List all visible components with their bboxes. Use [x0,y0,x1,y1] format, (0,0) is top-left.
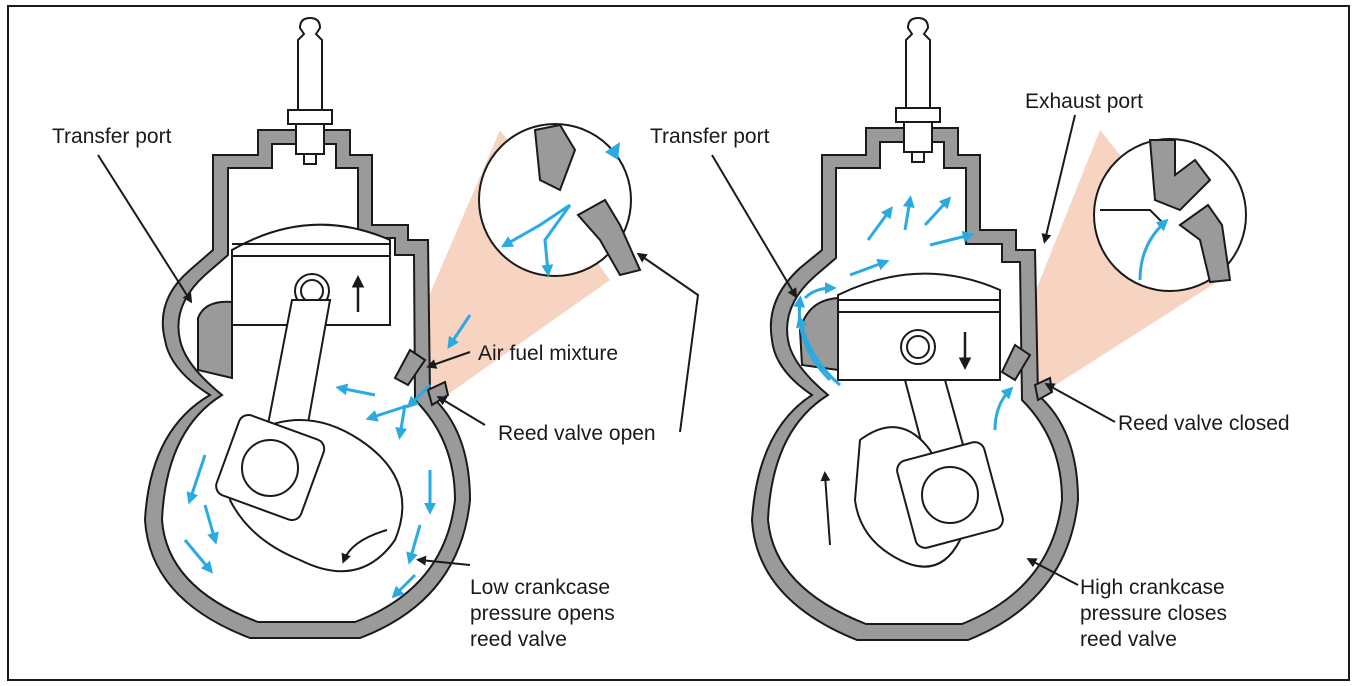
right-crankcase-label-line1: High crankcase [1080,576,1225,599]
left-crankcase-label-line2: pressure opens [470,602,615,625]
left-crankcase-label-line3: reed valve [470,628,567,651]
right-magnifier [1093,138,1247,292]
left-spark-plug [287,16,333,165]
right-reed-valve [1000,343,1032,382]
left-reed-valve-open-label: Reed valve open [498,422,656,445]
left-engine-panel: Transfer port Air fuel mixture Reed valv… [52,16,700,651]
right-piston [837,272,1001,381]
left-flow-arrows [183,314,472,599]
diagram-border [7,5,1350,681]
left-transfer-port-block [197,300,233,380]
left-leader-lines [97,154,700,566]
left-magnifier [478,123,642,277]
left-transfer-port-label: Transfer port [52,125,172,148]
right-flow-arrows [793,195,1014,431]
left-crankcase-label-line1: Low crankcase [470,576,610,599]
right-crankcase-label-line3: reed valve [1080,628,1177,651]
left-air-fuel-mixture-label: Air fuel mixture [478,342,618,365]
right-reed-valve-closed-label: Reed valve closed [1118,412,1290,435]
right-crank-pin [921,466,979,524]
left-crank-pin [241,439,299,497]
right-exhaust-port-label: Exhaust port [1025,90,1143,113]
left-piston [231,223,391,326]
left-reed-valve [393,348,427,387]
right-transfer-port-label: Transfer port [650,125,770,148]
right-crankcase-label-line2: pressure closes [1080,602,1227,625]
right-leader-lines [711,114,1116,586]
right-spark-plug [895,16,941,163]
right-engine-panel: Transfer port Exhaust port Reed valve cl… [650,16,1290,651]
